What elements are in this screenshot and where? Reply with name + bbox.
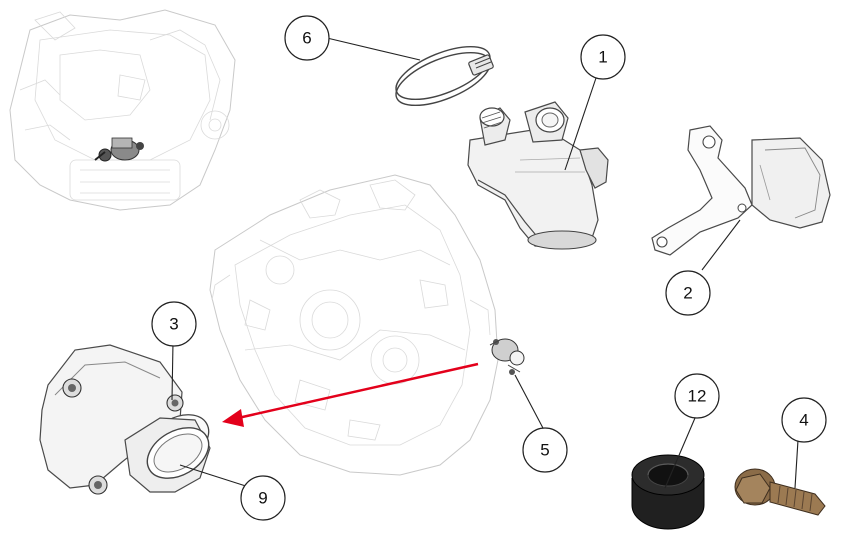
callout-4: 4: [781, 397, 827, 443]
callout-12: 12: [674, 373, 720, 419]
callout-4-label: 4: [799, 411, 808, 430]
rubber-grommet-icon: [631, 454, 705, 530]
engine-block-icon: [209, 174, 499, 476]
callout-9-label: 9: [258, 489, 267, 508]
callout-9: 9: [240, 475, 286, 521]
callout-2-label: 2: [683, 284, 692, 303]
callout-1: 1: [580, 34, 626, 80]
hose-clamp-icon: [395, 45, 494, 107]
leader-lines: [171, 37, 799, 489]
callout-3-label: 3: [169, 315, 178, 334]
callout-5-label: 5: [540, 441, 549, 460]
callout-5: 5: [522, 427, 568, 473]
callout-12-label: 12: [688, 387, 707, 406]
callout-6-label: 6: [302, 29, 311, 48]
mounting-bracket-icon: [651, 125, 831, 256]
flange-bolt-icon: [734, 468, 826, 516]
direction-arrow: [222, 362, 479, 427]
callout-2: 2: [665, 270, 711, 316]
callout-1-label: 1: [598, 48, 607, 67]
callout-6: 6: [284, 15, 330, 61]
thermostat-housing-icon: [467, 101, 609, 250]
thermostat-outlet-icon: [39, 344, 211, 495]
callout-3: 3: [151, 301, 197, 347]
engine-overview-icon: [9, 9, 236, 211]
coolant-outlet-flange-icon: [489, 338, 525, 375]
